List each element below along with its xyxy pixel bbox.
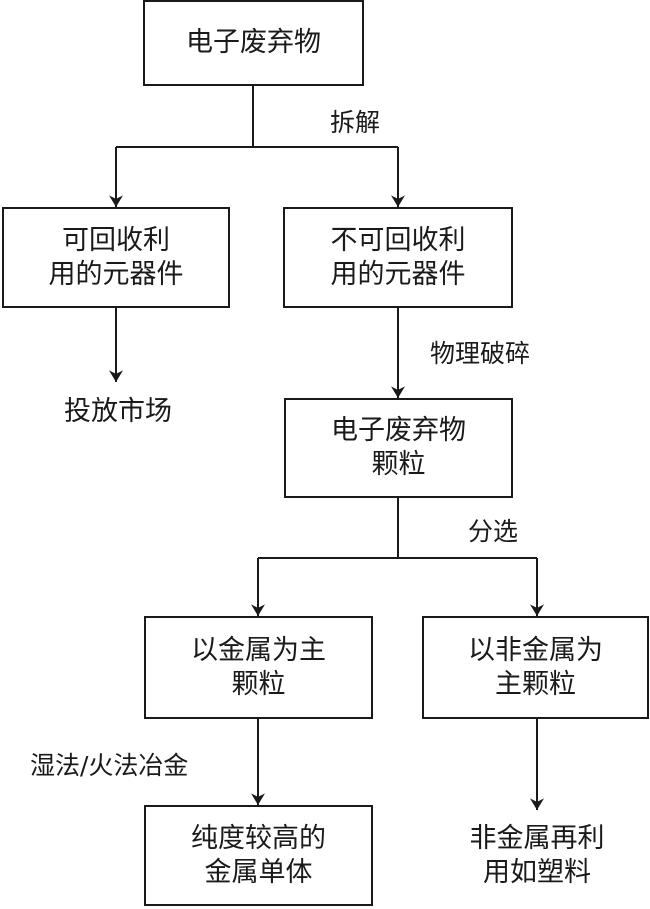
node-particles-line-1: 电子废弃物 [331,415,466,446]
node-e-waste: 电子废弃物 [143,0,364,86]
label-sorting: 分选 [468,517,519,546]
node-nonmetal-line-1: 以非金属为 [468,634,603,666]
node-pure-metal-line-1: 纯度较高的 [191,822,326,854]
output-market-label: 投放市场 [64,396,172,427]
label-physical-crushing: 物理破碎 [430,339,531,368]
node-nonmetal-particles: 以非金属为 主颗粒 [422,616,649,719]
node-particles-line-2: 颗粒 [371,449,426,480]
node-metal-particles: 以金属为主 颗粒 [144,616,373,719]
output-nonmetal-reuse-line-1: 非金属再利 [469,823,605,854]
node-non-reusable-line-1: 不可回收利 [330,224,466,256]
node-metal-line-2: 颗粒 [231,668,286,700]
node-reusable-line-2: 用的元器件 [48,258,184,290]
output-nonmetal-reuse-line-2: 用如塑料 [483,857,591,888]
node-nonmetal-line-2: 主颗粒 [495,668,576,700]
label-metallurgy: 湿法/火法冶金 [30,751,189,780]
node-e-waste-particles: 电子废弃物 颗粒 [284,398,513,498]
node-metal-line-1: 以金属为主 [191,634,326,666]
node-non-reusable-line-2: 用的元器件 [330,258,466,290]
node-non-reusable-components: 不可回收利 用的元器件 [283,207,513,308]
output-nonmetal-reuse: 非金属再利 用如塑料 [447,822,627,890]
node-reusable-components: 可回收利 用的元器件 [2,207,230,308]
node-e-waste-label: 电子废弃物 [186,27,321,58]
output-market: 投放市场 [48,395,188,429]
node-pure-metal-line-2: 金属单体 [204,856,313,888]
node-pure-metal: 纯度较高的 金属单体 [144,805,373,906]
node-reusable-line-1: 可回收利 [62,224,170,256]
label-disassemble: 拆解 [330,108,381,137]
